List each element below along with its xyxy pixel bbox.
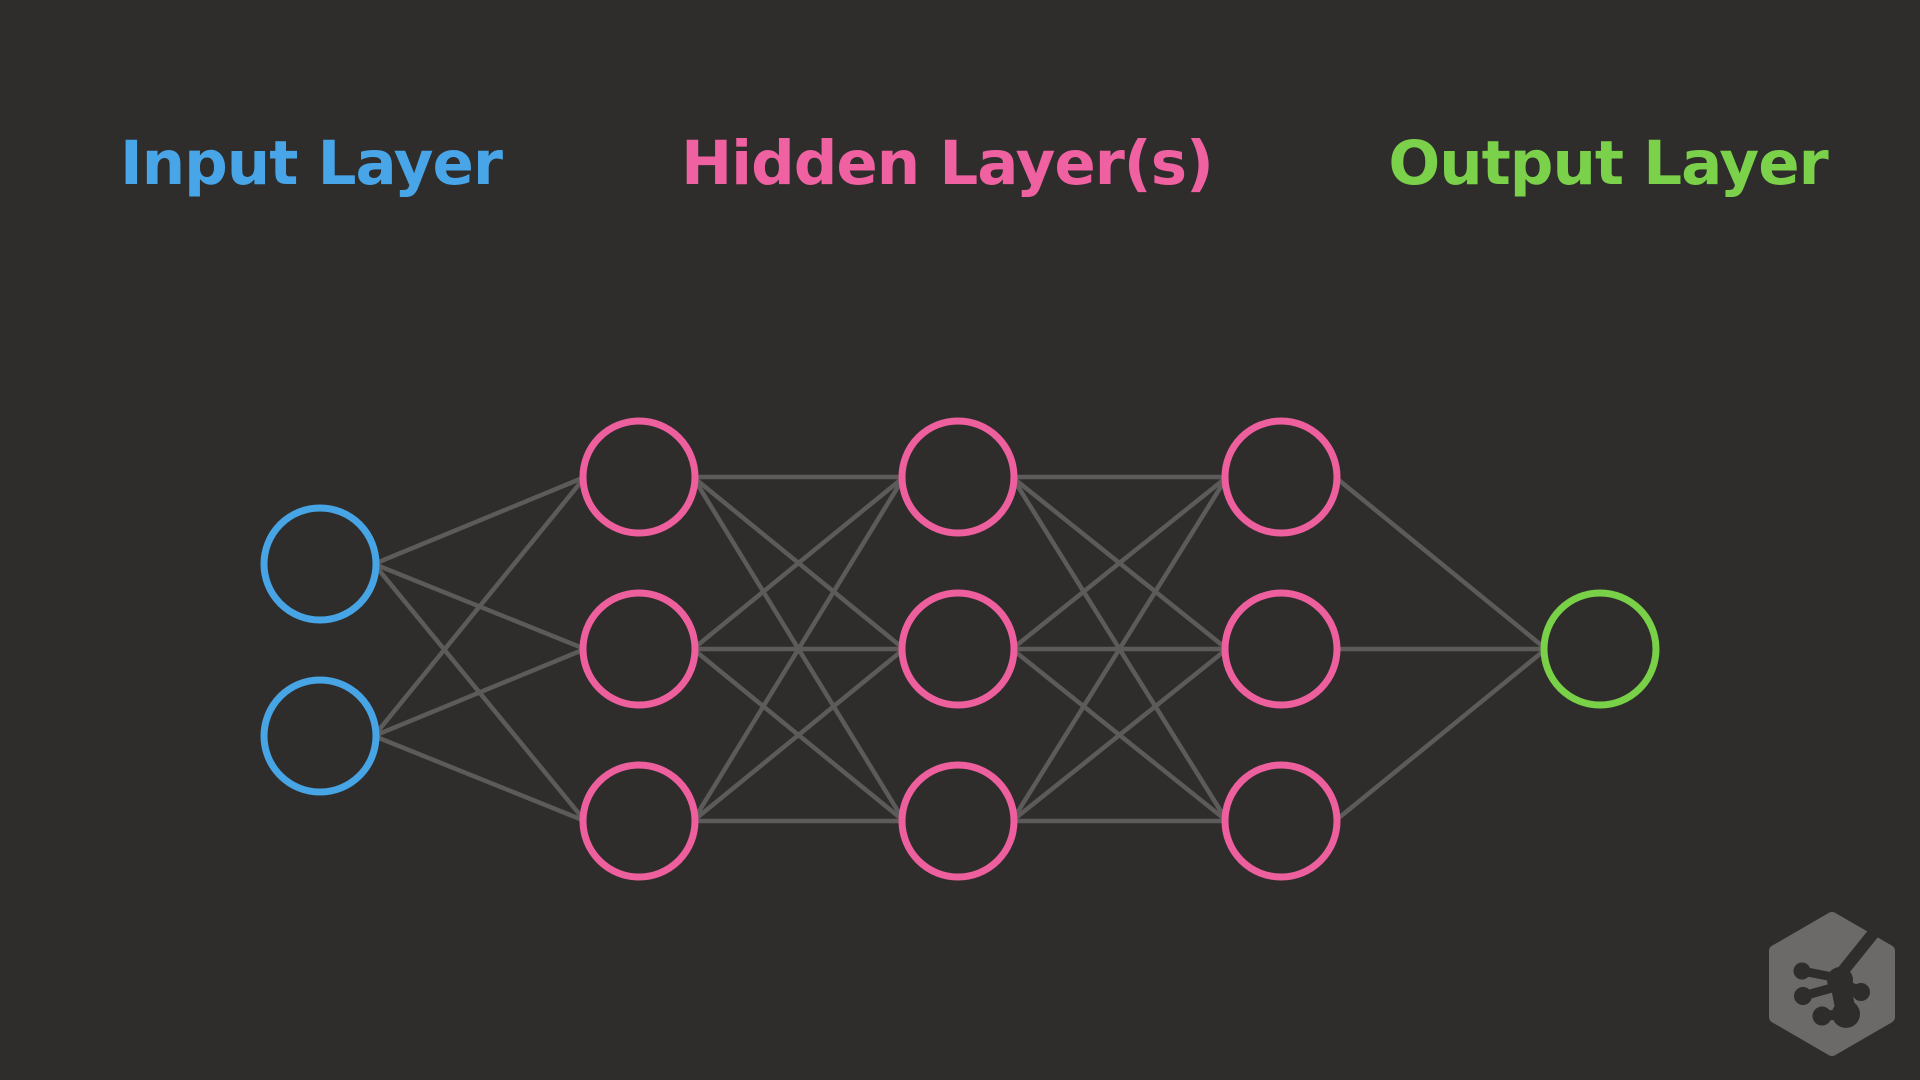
input-layer-node — [260, 504, 380, 624]
hidden-layer-3-node — [1221, 589, 1341, 709]
neuron-nodes — [260, 417, 1660, 881]
hidden-layer-heading: Hidden Layer(s) — [681, 128, 1214, 199]
hidden-layer-3-node — [1221, 417, 1341, 537]
edge-line — [691, 475, 906, 651]
edge-line — [1333, 475, 1548, 651]
output-layer-heading: Output Layer — [1388, 128, 1828, 199]
hidden-layer-1-node — [579, 417, 699, 537]
input-layer-node — [260, 676, 380, 796]
edge-line — [1333, 647, 1548, 823]
edge-line — [691, 647, 906, 823]
edge-line — [372, 475, 587, 738]
hidden-layer-1-node — [579, 761, 699, 881]
edge-lines — [372, 474, 1548, 824]
hidden-layer-2-node — [898, 761, 1018, 881]
input-layer-heading: Input Layer — [120, 128, 503, 199]
edge-line — [691, 475, 906, 823]
output-layer-node — [1540, 589, 1660, 709]
hidden-layer-2-node — [898, 417, 1018, 537]
hexagon-frog-foot-badge-icon — [1769, 912, 1895, 1056]
edge-line — [1010, 647, 1229, 823]
hidden-layer-3-node — [1221, 761, 1341, 881]
edge-line — [373, 733, 586, 824]
edge-line — [1010, 475, 1229, 651]
edge-line — [373, 474, 586, 567]
edge-line — [1010, 475, 1229, 823]
hidden-layer-1-node — [579, 589, 699, 709]
hidden-layer-2-node — [898, 589, 1018, 709]
edge-line — [373, 646, 586, 739]
